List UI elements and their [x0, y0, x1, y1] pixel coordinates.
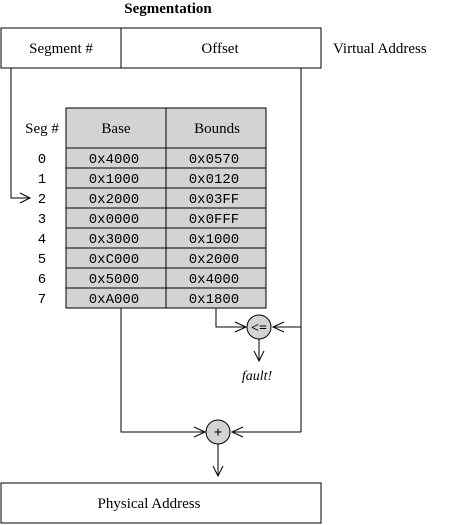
segment-number-label: Segment # [29, 41, 93, 57]
base-value: 0x3000 [89, 232, 139, 248]
base-value: 0x5000 [89, 272, 139, 288]
adder-operator: + [214, 425, 223, 441]
bounds-value: 0x4000 [189, 272, 239, 288]
seg-index: 3 [38, 212, 46, 228]
base-value: 0x4000 [89, 152, 139, 168]
bounds-to-compare-line [215, 308, 246, 328]
seg-index-header: Seg # [25, 121, 59, 137]
physical-address-label: Physical Address [98, 496, 201, 512]
bounds-value: 0x0120 [189, 172, 239, 188]
seg-index: 6 [38, 272, 46, 288]
physical-arrowhead [212, 465, 224, 478]
base-header-cell [65, 107, 167, 149]
bounds-header-cell [165, 107, 267, 149]
offset-compare-arrowhead [271, 321, 285, 333]
segment-index-line [10, 68, 30, 199]
segment-number-field [0, 27, 122, 69]
base-value: 0x0000 [89, 212, 139, 228]
bounds-header: Bounds [194, 121, 240, 137]
bounds-value: 0x0FFF [189, 212, 239, 228]
bounds-compare-arrowhead [234, 321, 248, 333]
seg-index: 0 [38, 152, 46, 168]
seg-index: 7 [38, 292, 46, 308]
base-value: 0xA000 [89, 292, 139, 308]
bounds-value: 0x0570 [189, 152, 239, 168]
fault-arrowhead [253, 350, 265, 363]
seg-index: 1 [38, 172, 46, 188]
offset-label: Offset [201, 41, 239, 57]
bounds-value: 0x03FF [189, 192, 239, 208]
seg-index: 2 [38, 192, 46, 208]
bounds-value: 0x1800 [189, 292, 239, 308]
offset-adder-arrowhead [230, 426, 244, 438]
base-header: Base [101, 121, 131, 137]
base-to-adder-line [120, 308, 205, 433]
physical-address-box [0, 482, 322, 524]
diagram-title: Segmentation [124, 1, 212, 17]
virtual-address-caption: Virtual Address [333, 41, 427, 57]
segment-table-rows: 0 0x4000 0x0570 1 0x1000 0x0120 2 0x2000… [38, 147, 267, 309]
base-value: 0x1000 [89, 172, 139, 188]
compare-operator: <= [251, 321, 267, 336]
seg-index: 4 [38, 232, 46, 248]
bounds-value: 0x1000 [189, 232, 239, 248]
bounds-value: 0x2000 [189, 252, 239, 268]
base-value: 0xC000 [89, 252, 139, 268]
offset-field [120, 27, 322, 69]
segment-index-arrowhead [19, 192, 32, 204]
fault-label: fault! [242, 369, 273, 384]
base-adder-arrowhead [193, 426, 207, 438]
base-value: 0x2000 [89, 192, 139, 208]
seg-index: 5 [38, 252, 46, 268]
